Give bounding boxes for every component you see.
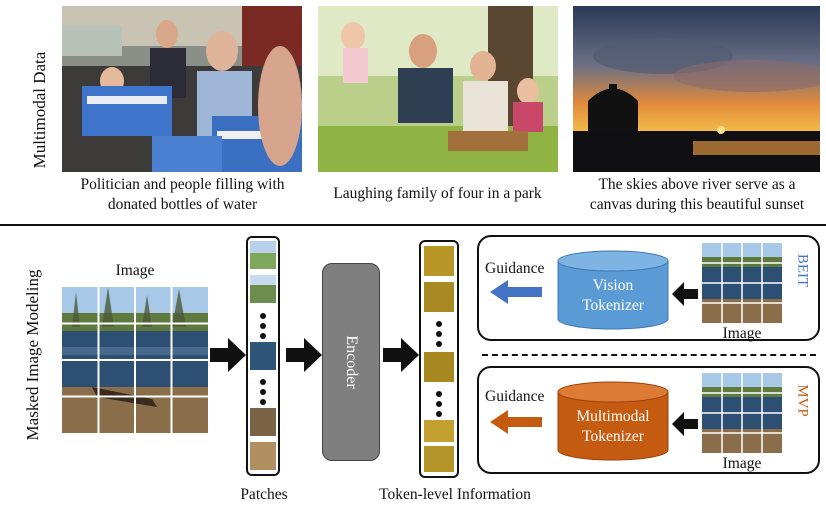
beit-vision-tokenizer: [557, 250, 669, 330]
mvp-method-label: MVP: [794, 384, 811, 417]
arrow-image-to-patches: [210, 338, 246, 372]
section-label-multimodal-data: Multimodal Data: [30, 51, 49, 169]
caption-sunset: The skies above river serve as a canvas …: [589, 176, 805, 213]
section-label-masked-image-modeling: Masked Image Modeling: [23, 269, 42, 441]
arrow-patches-to-encoder: [286, 338, 322, 372]
caption-family: Laughing family of four in a park: [333, 185, 542, 202]
dashed-separator: [482, 354, 816, 356]
beit-input-image: [702, 243, 782, 323]
beit-image-to-tokenizer-arrow: [672, 282, 698, 306]
caption-politician: Politician and people filling with donat…: [80, 176, 285, 213]
token-level-label: Token-level Information: [379, 486, 531, 503]
beit-panel: [477, 235, 820, 341]
photo-politician-water: [62, 6, 302, 172]
mim-image-label: Image: [115, 262, 155, 279]
beit-method-label: BEIT: [794, 253, 811, 288]
patches-label: Patches: [240, 486, 288, 503]
section-divider: [0, 224, 826, 226]
encoder-block: Encoder: [322, 263, 380, 461]
mvp-multimodal-tokenizer: [557, 381, 669, 461]
beit-guidance-label: Guidance: [485, 260, 545, 277]
photo-sunset-river: [573, 6, 820, 172]
mvp-guidance-arrow: [490, 410, 542, 434]
mvp-guidance-label: Guidance: [485, 388, 545, 405]
mvp-panel: [477, 366, 820, 474]
mvp-image-to-tokenizer-arrow: [672, 412, 698, 436]
beit-guidance-arrow: [490, 280, 542, 304]
mvp-input-image: [702, 373, 782, 453]
encoder-label: Encoder: [343, 335, 360, 389]
token-column: [419, 240, 459, 478]
mvp-image-label: Image: [722, 455, 762, 472]
mim-input-image: [62, 287, 208, 433]
beit-tokenizer-text: Vision Tokenizer: [582, 277, 644, 314]
photo-family-park: [318, 6, 558, 172]
patches-column: [246, 236, 280, 476]
mvp-tokenizer-text: Multimodal Tokenizer: [576, 408, 650, 445]
beit-image-label: Image: [722, 325, 762, 342]
arrow-encoder-to-tokens: [383, 338, 419, 372]
